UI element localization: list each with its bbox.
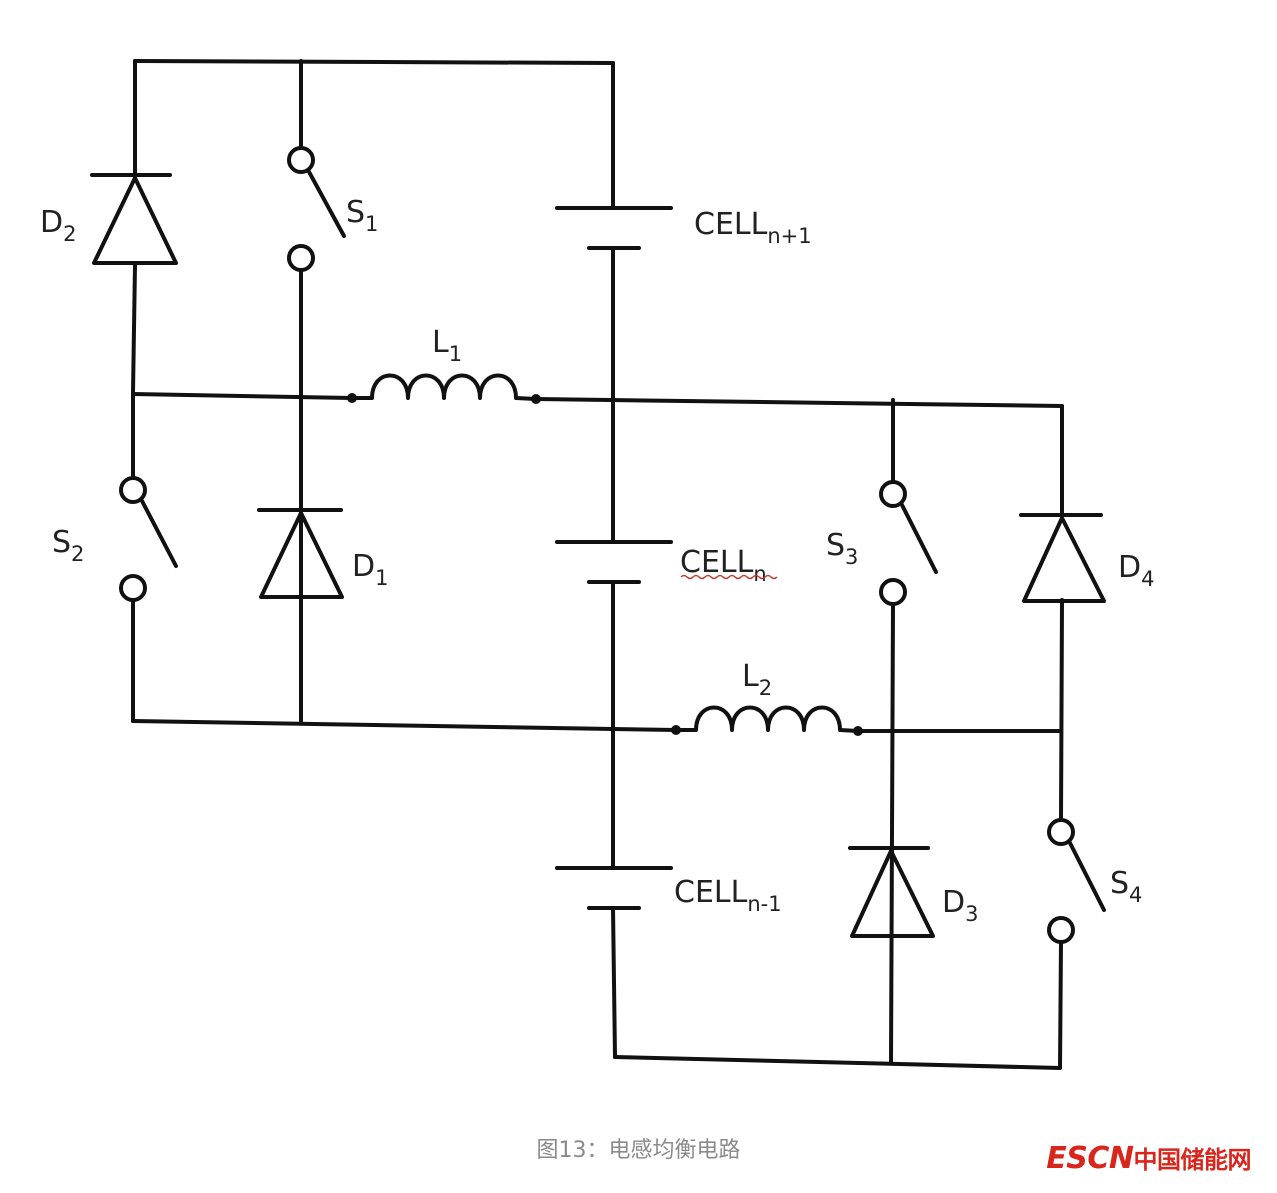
cell-n-minus-1: [555, 866, 673, 910]
label-s2: S2: [52, 525, 84, 566]
label-d2: D2: [40, 205, 76, 246]
cell-n-plus-1: [555, 206, 673, 250]
label-s4: S4: [1110, 866, 1142, 907]
diode-d3: [848, 846, 935, 938]
switch-s2: [119, 476, 178, 602]
wires: [131, 59, 1064, 1070]
label-cell-n-plus-1: CELLn+1: [694, 207, 812, 248]
figure-caption: 图13：电感均衡电路: [536, 1138, 741, 1163]
spellcheck-underline: [680, 574, 778, 580]
inductor-l1: [347, 373, 541, 404]
label-cell-n: CELLn: [680, 545, 767, 586]
switch-s3: [879, 480, 938, 606]
label-cell-n-minus-1: CELLn-1: [674, 875, 782, 916]
switch-s1: [287, 146, 346, 272]
diode-d4: [1019, 513, 1106, 603]
label-s1: S1: [346, 195, 378, 236]
label-d1: D1: [352, 549, 388, 590]
logo-text-en: ESCN: [1046, 1141, 1134, 1176]
logo-text-cn: 中国储能网: [1133, 1146, 1252, 1174]
label-d4: D4: [1118, 550, 1154, 591]
diode-d2: [90, 173, 178, 265]
label-s3: S3: [826, 528, 858, 569]
label-l2: L2: [742, 659, 772, 700]
label-d3: D3: [942, 885, 978, 926]
switch-s4: [1047, 818, 1106, 944]
inductor-l2: [671, 705, 863, 736]
label-l1: L1: [432, 325, 462, 366]
diode-d1: [257, 508, 344, 599]
escn-logo: ESCN中国储能网: [1046, 1140, 1251, 1176]
cell-n: [555, 540, 673, 584]
